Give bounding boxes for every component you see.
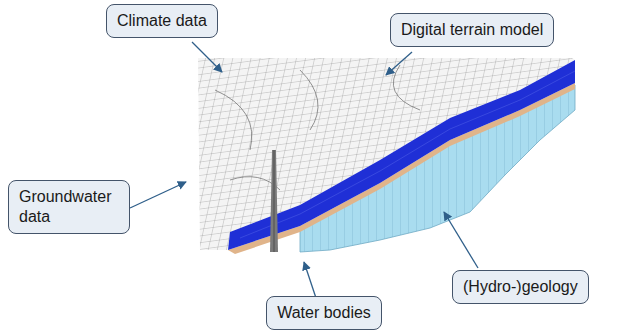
callout-label: (Hydro-)geology [463,277,578,297]
upper-layer [228,60,575,250]
leader-arrow [304,262,316,298]
leader-arrow [444,212,478,268]
callout-label: Water bodies [277,303,371,323]
callout-box: (Hydro-)geology [452,270,589,304]
callout-box: Water bodies [266,296,382,330]
callout-label: Digital terrain model [401,20,543,40]
leader-arrow [130,182,186,208]
callout-box: Digital terrain model [390,13,554,47]
lower-layer [300,85,575,252]
callout-box: Groundwater data [8,180,130,234]
well-spike [270,150,278,252]
leader-arrow [386,52,412,75]
callout-label: Groundwater data [19,187,119,227]
callout-label: Climate data [117,11,207,31]
leader-arrows [130,42,478,298]
callout-box: Climate data [106,4,218,38]
leader-arrow [192,42,222,72]
